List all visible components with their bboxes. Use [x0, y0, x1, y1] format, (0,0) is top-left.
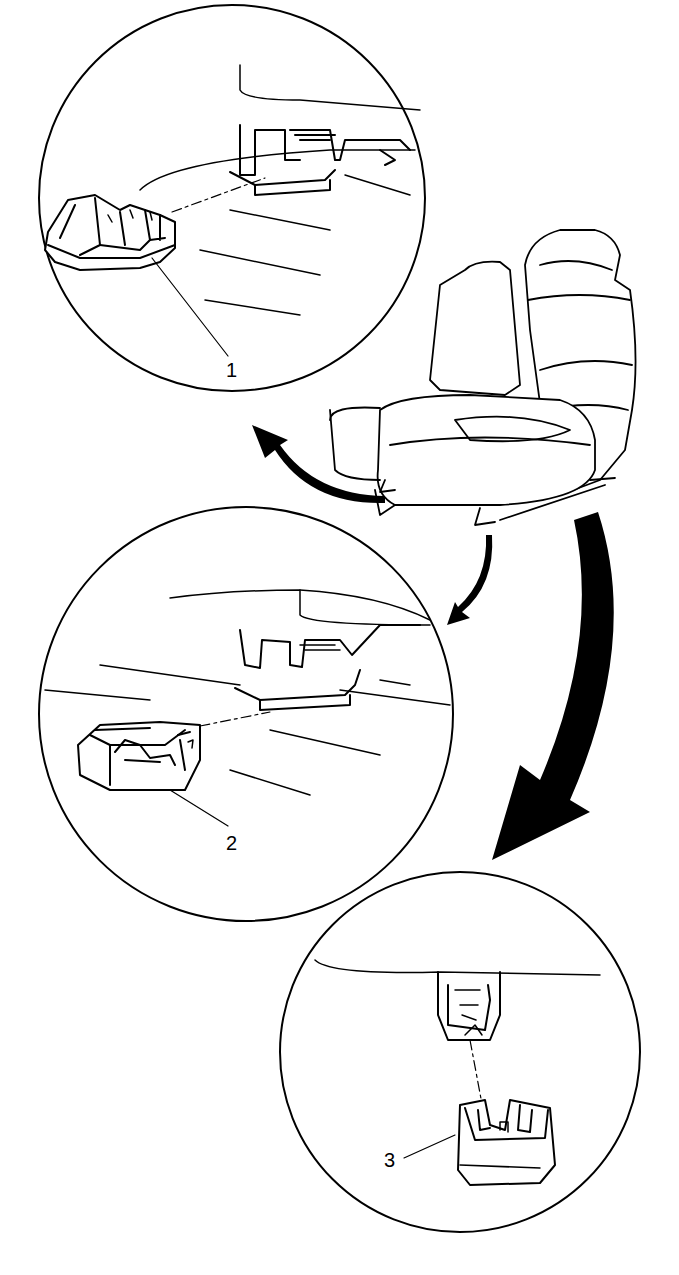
detail-view-2 [39, 507, 453, 921]
seat-drawing [330, 230, 636, 525]
callout-number: 3 [384, 1150, 395, 1170]
callout-number: 2 [226, 833, 237, 853]
detail-view-3 [280, 872, 640, 1232]
view-arrows [252, 425, 614, 860]
callout-number: 1 [226, 360, 237, 380]
detail-view-1 [39, 5, 425, 391]
